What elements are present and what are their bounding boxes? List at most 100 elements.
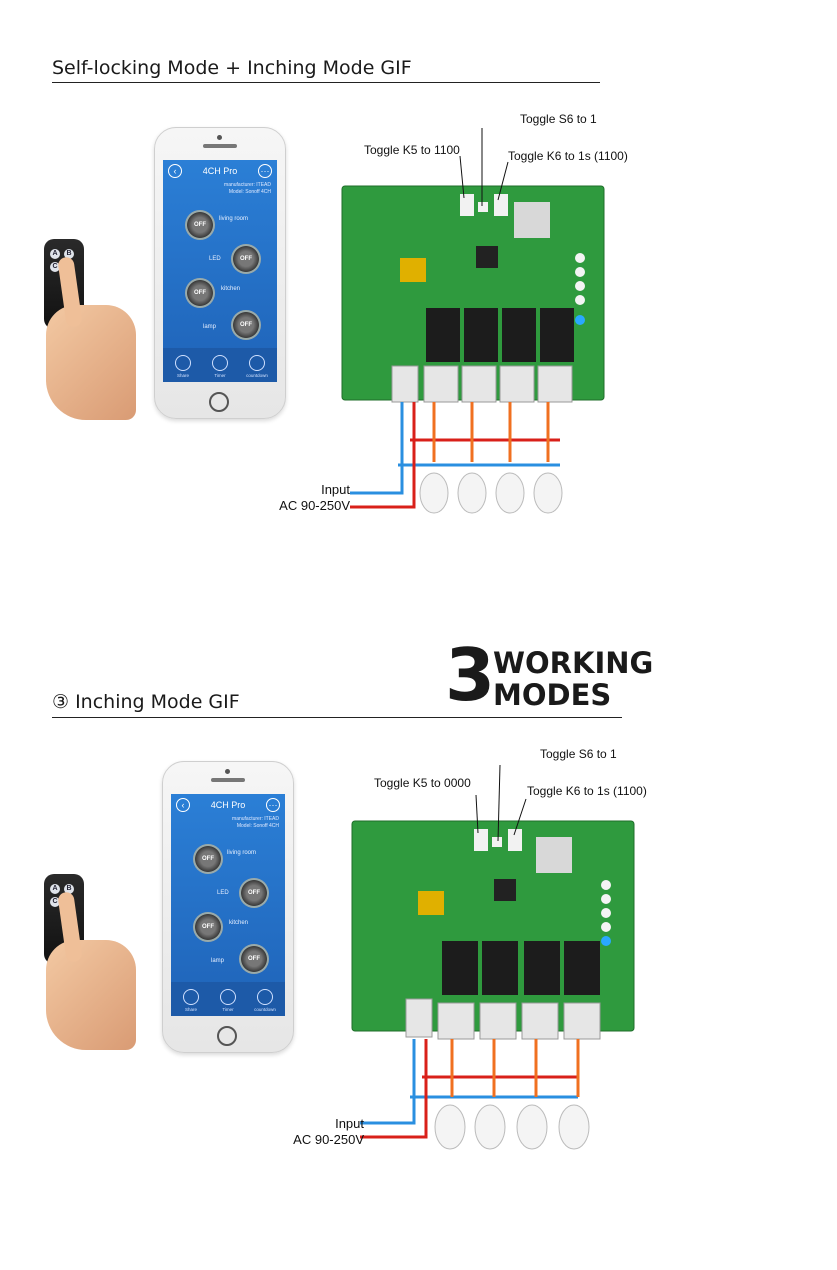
tab-countdown[interactable]: countdown <box>253 989 277 1012</box>
home-button[interactable] <box>217 1026 237 1046</box>
mcu-chip <box>494 879 516 901</box>
tab-timer[interactable]: Timer <box>216 989 240 1012</box>
remote-button-b: B <box>64 884 74 894</box>
led-2 <box>601 894 611 904</box>
badge-number: 3 <box>445 633 495 717</box>
bulb-1 <box>419 472 449 514</box>
transformer <box>400 258 426 282</box>
pointer-k5 <box>475 794 479 834</box>
channel-2-label: LED <box>209 256 221 262</box>
callout-k5: Toggle K5 to 0000 <box>374 776 471 790</box>
channel-1-label: living room <box>227 850 257 856</box>
callout-k6: Toggle K6 to 1s (1100) <box>508 149 628 163</box>
relay-3 <box>524 941 560 995</box>
switch-channel-3[interactable]: OFF <box>185 278 215 308</box>
wifi-module <box>514 202 550 238</box>
terminal-input <box>405 998 433 1038</box>
switch-channel-3[interactable]: OFF <box>193 912 223 942</box>
terminal-3 <box>521 1002 559 1040</box>
status-led <box>575 315 585 325</box>
switched-wires <box>450 1039 580 1097</box>
phone-speaker <box>211 778 245 782</box>
channel-3-label: kitchen <box>229 920 249 926</box>
section1-title: Self-locking Mode + Inching Mode GIF <box>52 57 412 79</box>
tab-countdown[interactable]: countdown <box>245 355 269 378</box>
remote-button-c: C <box>50 897 60 907</box>
channel-4-label: lamp <box>203 324 217 330</box>
channel-4-label: lamp <box>211 958 225 964</box>
app-title: 4CH Pro <box>210 800 246 810</box>
channel-2-label: LED <box>217 890 229 896</box>
more-icon[interactable]: ··· <box>258 164 272 178</box>
relay-board-diagram-2 <box>351 764 635 1150</box>
callout-k5: Toggle K5 to 1100 <box>364 143 460 157</box>
dip-switch-k5 <box>474 829 488 851</box>
live-wire <box>350 402 560 509</box>
bulb-3 <box>516 1104 548 1150</box>
switched-wires <box>432 402 550 462</box>
neutral-wire <box>360 1039 578 1125</box>
clock-icon <box>220 989 236 1005</box>
more-icon[interactable]: ··· <box>266 798 280 812</box>
back-icon[interactable]: ‹ <box>168 164 182 178</box>
relay-3 <box>502 308 536 362</box>
dip-switch-k6 <box>494 194 508 216</box>
relay-2 <box>464 308 498 362</box>
switch-channel-1[interactable]: OFF <box>185 210 215 240</box>
badge-line1: WORKING <box>493 646 654 680</box>
hand <box>46 940 136 1050</box>
switch-channel-4[interactable]: OFF <box>239 944 269 974</box>
mcu-chip <box>476 246 498 268</box>
bulb-2 <box>457 472 487 514</box>
phone-camera <box>217 135 222 140</box>
bulb-4 <box>533 472 563 514</box>
bulb-2 <box>474 1104 506 1150</box>
remote-button-a: A <box>50 249 60 259</box>
terminal-3 <box>499 365 535 403</box>
clock-icon <box>212 355 228 371</box>
share-icon <box>183 989 199 1005</box>
hand <box>46 305 136 420</box>
switch-channel-2[interactable]: OFF <box>231 244 261 274</box>
tab-share[interactable]: Share <box>171 355 195 378</box>
remote-button-c: C <box>50 262 60 272</box>
led-4 <box>575 295 585 305</box>
remote-control-2: A B C D <box>38 870 138 1055</box>
terminal-2 <box>461 365 497 403</box>
wifi-module <box>536 837 572 873</box>
relay-4 <box>564 941 600 995</box>
switch-channel-2[interactable]: OFF <box>239 878 269 908</box>
tab-timer[interactable]: Timer <box>208 355 232 378</box>
switch-channel-4[interactable]: OFF <box>231 310 261 340</box>
dip-switch-s6 <box>492 837 502 847</box>
terminal-4 <box>537 365 573 403</box>
pointer-k5 <box>459 155 465 199</box>
section2-title: ③ Inching Mode GIF <box>52 691 240 713</box>
led-3 <box>575 281 585 291</box>
switch-channel-1[interactable]: OFF <box>193 844 223 874</box>
badge-line2: MODES <box>493 678 612 712</box>
channel-3-label: kitchen <box>221 286 241 292</box>
pointer-k6 <box>513 798 527 836</box>
relay-1 <box>426 308 460 362</box>
relay-1 <box>442 941 478 995</box>
app-tabbar: Share Timer countdown <box>163 348 277 382</box>
home-button[interactable] <box>209 392 229 412</box>
led-3 <box>601 908 611 918</box>
terminal-input <box>391 365 419 403</box>
app-tabbar: Share Timer countdown <box>171 982 285 1016</box>
section1-underline <box>52 82 600 83</box>
led-1 <box>575 253 585 263</box>
terminal-1 <box>437 1002 475 1040</box>
dip-switch-k5 <box>460 194 474 216</box>
back-icon[interactable]: ‹ <box>176 798 190 812</box>
tab-share[interactable]: Share <box>179 989 203 1012</box>
transformer <box>418 891 444 915</box>
